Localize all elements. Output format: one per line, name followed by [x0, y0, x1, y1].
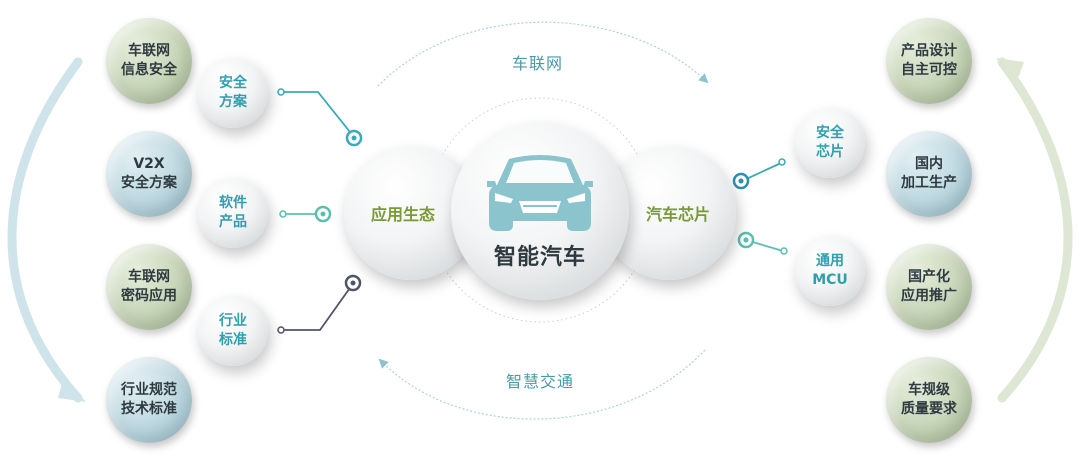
center-node: 智能汽车: [451, 122, 629, 300]
left-mid-2: 软件 产品: [198, 178, 268, 248]
right-outer-2-label: 国内 加工生产: [901, 156, 957, 191]
left-flow-arc: [7, 57, 83, 403]
left-outer-2: V2X 安全方案: [106, 131, 192, 217]
right-outer-4-label: 车规级 质量要求: [901, 382, 957, 417]
left-outer-1: 车联网 信息安全: [106, 18, 192, 104]
car-icon: [487, 155, 593, 231]
right-outer-3: 国产化 应用推广: [886, 244, 972, 330]
right-outer-3-label: 国产化 应用推广: [901, 269, 957, 304]
left-mid-3: 行业 标准: [198, 296, 268, 366]
hub-left-label: 应用生态: [370, 205, 435, 224]
left-outer-3-label: 车联网 密码应用: [121, 269, 177, 304]
left-outer-2-label: V2X 安全方案: [121, 156, 177, 191]
left-outer-4: 行业规范 技术标准: [106, 357, 192, 443]
connector-safety: [281, 91, 355, 138]
hub-right-label: 汽车芯片: [645, 205, 710, 224]
arc-label-top: 车联网: [512, 54, 564, 73]
right-outer-1-label: 产品设计 自主可控: [901, 43, 957, 78]
right-outer-1: 产品设计 自主可控: [886, 18, 972, 104]
left-outer-1-label: 车联网 信息安全: [121, 43, 177, 78]
left-mid-1-label: 安全 方案: [219, 75, 247, 110]
right-outer-4: 车规级 质量要求: [886, 357, 972, 443]
connector-standard: [281, 284, 353, 331]
right-mid-2-label: 通用 MCU: [812, 253, 848, 288]
right-flow-arrowhead: [996, 58, 1024, 84]
left-outer-3: 车联网 密码应用: [106, 244, 192, 330]
right-mid-1-label: 安全 芯片: [816, 125, 844, 160]
right-outer-2: 国内 加工生产: [886, 131, 972, 217]
center-title: 智能汽车: [493, 245, 586, 270]
left-flow-arrowhead: [58, 376, 86, 402]
right-mid-2: 通用 MCU: [795, 236, 865, 306]
arc-label-bottom: 智慧交通: [506, 372, 575, 391]
right-flow-arc: [997, 57, 1073, 403]
left-mid-3-label: 行业 标准: [219, 313, 247, 348]
right-mid-1: 安全 芯片: [795, 108, 865, 178]
bottom-arc: [378, 349, 706, 420]
left-outer-4-label: 行业规范 技术标准: [121, 382, 177, 417]
left-mid-1: 安全 方案: [198, 58, 268, 128]
left-mid-2-label: 软件 产品: [219, 195, 247, 230]
